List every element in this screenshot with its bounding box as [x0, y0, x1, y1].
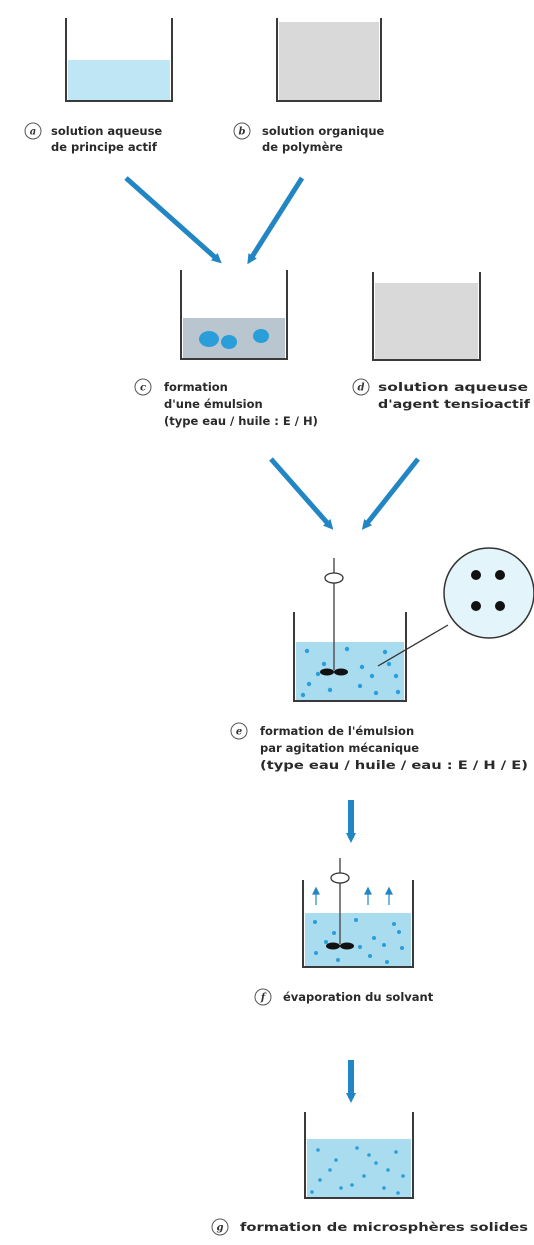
water-droplet [199, 331, 219, 347]
beaker-wall [302, 880, 414, 968]
stirrer-blade [340, 942, 354, 950]
step-letter: d [358, 383, 365, 394]
beaker-g [304, 1112, 414, 1199]
label-e: e formation de l'émulsion par agitation … [230, 722, 528, 772]
beaker-wall [65, 18, 173, 102]
label-a: a solution aqueuse de principe actif [24, 122, 162, 154]
organic-fill [279, 22, 379, 100]
water-fill [68, 60, 170, 100]
stirrer-blade [334, 668, 348, 676]
callout-leader [377, 624, 449, 667]
beaker-e [293, 558, 407, 702]
step-letter: f [260, 993, 267, 1004]
water-droplet [253, 329, 269, 343]
step-marker-c [134, 378, 152, 396]
magnified-droplet [443, 547, 534, 639]
label-c: c formation d'une émulsion (type eau / h… [134, 378, 318, 428]
stirrer-blade [326, 942, 340, 950]
arrow-a-to-c [124, 176, 222, 264]
beaker-wall [180, 270, 288, 360]
step-marker-a [24, 122, 42, 140]
zoom-callout [377, 547, 534, 667]
internal-droplet [495, 570, 505, 580]
arrow-b-to-c [247, 176, 305, 265]
label-line: évaporation du solvant [283, 990, 434, 1004]
step-letter: b [239, 127, 246, 138]
arrow-d-to-e [361, 457, 420, 530]
beaker-d [372, 272, 481, 361]
step-marker-d [352, 378, 370, 396]
label-line: formation de l'émulsion [260, 724, 414, 738]
step-letter: e [236, 727, 242, 738]
stirrer-collar [324, 572, 344, 584]
oil-droplets [313, 918, 404, 964]
water-fill [305, 913, 411, 966]
label-f: f évaporation du solvant [254, 988, 434, 1006]
beaker-wall [372, 272, 481, 361]
step-marker-b [233, 122, 251, 140]
arrow-c-to-e [269, 457, 334, 530]
label-b: b solution organique de polymère [233, 122, 385, 154]
label-line: solution aqueuse [378, 380, 528, 394]
internal-droplet [495, 601, 505, 611]
stirrer-collar [330, 872, 350, 884]
label-line: formation [164, 380, 228, 394]
beaker-b [276, 18, 382, 102]
step-letter: c [140, 383, 146, 394]
beaker-wall [276, 18, 382, 102]
label-d: d solution aqueuse d'agent tensioactif [352, 378, 531, 411]
beaker-wall [304, 1112, 414, 1199]
beaker-f [302, 858, 414, 968]
evaporation-arrows [312, 886, 393, 905]
label-line: d'une émulsion [164, 397, 263, 411]
internal-droplet [471, 601, 481, 611]
water-droplet [221, 335, 237, 349]
label-line: (type eau / huile / eau : E / H / E) [260, 758, 528, 772]
label-line: de polymère [262, 140, 343, 154]
water-fill [296, 642, 404, 700]
water-fill [307, 1139, 411, 1197]
step-marker-f [254, 988, 272, 1006]
label-line: solution organique [262, 124, 385, 138]
label-g: g formation de microsphères solides [211, 1218, 528, 1236]
beaker-c [180, 270, 288, 360]
internal-droplet [471, 570, 481, 580]
surfactant-fill [375, 283, 478, 359]
microspheres [310, 1146, 405, 1195]
beaker-wall [293, 612, 407, 702]
label-line: d'agent tensioactif [378, 397, 531, 411]
label-line: (type eau / huile : E / H) [164, 414, 318, 428]
label-line: par agitation mécanique [260, 741, 419, 755]
beaker-a [65, 18, 173, 102]
label-line: solution aqueuse [51, 124, 162, 138]
label-line: de principe actif [51, 140, 158, 154]
step-letter: a [30, 127, 36, 138]
oil-droplets [300, 646, 401, 698]
step-marker-e [230, 722, 248, 740]
step-letter: g [217, 1223, 224, 1234]
stirrer-blade [320, 668, 334, 676]
label-line: formation de microsphères solides [240, 1220, 528, 1234]
step-marker-g [211, 1218, 229, 1236]
